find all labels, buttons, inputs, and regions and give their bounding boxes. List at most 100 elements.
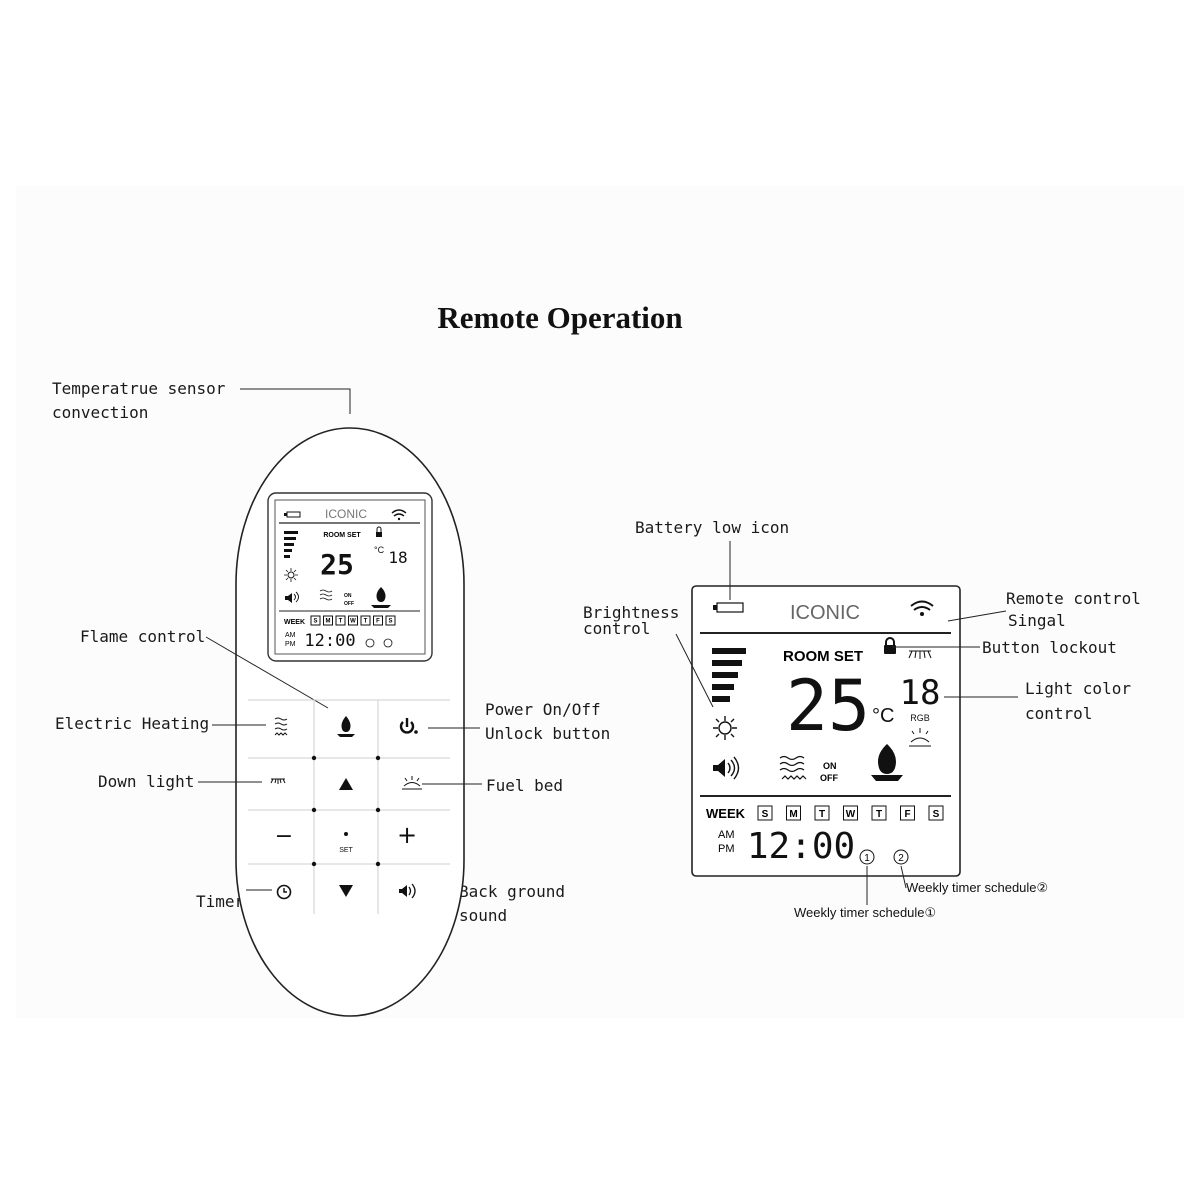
remote-screen-off: OFF xyxy=(344,601,354,607)
lcd-day-box xyxy=(843,805,858,821)
down-light-indicator-icon xyxy=(908,650,932,659)
lcd-day-box xyxy=(871,805,887,821)
remote-screen-unit: °C xyxy=(374,545,385,555)
lcd-day-box xyxy=(757,805,773,821)
schedule-1-indicator: 1 xyxy=(859,849,875,865)
label-fuel-bed: Fuel bed xyxy=(486,776,564,795)
down-arrow-button[interactable] xyxy=(318,868,374,912)
remote-grid-dots xyxy=(311,755,381,867)
lcd-speaker-icon xyxy=(713,756,740,780)
plus-button[interactable]: + xyxy=(382,814,446,860)
remote-screen-time: 12:00 xyxy=(304,631,355,651)
remote-leader-lines xyxy=(198,388,482,891)
background-sound-button[interactable] xyxy=(382,868,442,912)
remote-screen-day-box xyxy=(373,615,383,626)
remote-screen-day-label: S xyxy=(313,619,317,625)
label-light-color-line2: control xyxy=(1025,704,1093,723)
remote-screen-day-label: M xyxy=(326,619,331,625)
remote-screen-am: AM xyxy=(285,632,296,639)
label-remote-signal-line2: Singal xyxy=(1008,611,1066,630)
fuel-bed-indicator-icon xyxy=(909,728,931,747)
lcd-day-label: M xyxy=(789,809,797,820)
down-light-button[interactable] xyxy=(252,762,310,806)
lcd-flame-icon xyxy=(871,744,903,781)
fuel-bed-icon xyxy=(402,776,422,790)
lcd-day-label: T xyxy=(876,809,882,820)
schedule-2-indicator: 2 xyxy=(893,849,909,865)
wifi-signal-icon xyxy=(910,600,934,616)
remote-screen-day-label: F xyxy=(376,619,380,625)
label-brightness: Brightness xyxy=(583,603,680,622)
label-timer: Timer xyxy=(196,892,245,911)
flame-icon xyxy=(337,716,355,737)
remote-screen-day-box xyxy=(348,615,358,626)
down-triangle-icon xyxy=(339,885,353,897)
lcd-day-box xyxy=(900,805,915,821)
remote-screen-day-label: W xyxy=(350,619,356,625)
remote-screen-day-box xyxy=(360,615,371,626)
lcd-week: WEEK xyxy=(706,806,746,821)
label-weekly-schedule-1: Weekly timer schedule① xyxy=(794,905,937,920)
remote-screen-on: ON xyxy=(344,593,352,599)
down-light-icon xyxy=(270,778,286,784)
remote-screen-brand: ICONIC xyxy=(325,507,367,521)
timer-button[interactable] xyxy=(258,868,310,912)
label-down-light: Down light xyxy=(98,772,195,791)
svg-text:1: 1 xyxy=(864,853,870,864)
lcd-day-box xyxy=(814,805,830,821)
svg-text:2: 2 xyxy=(898,853,904,864)
lcd-rgb: RGB xyxy=(910,713,930,723)
lcd-room-set: ROOM SET xyxy=(783,648,863,665)
lcd-day-label: W xyxy=(846,809,856,820)
lcd-day-box xyxy=(786,805,801,821)
remote-screen-day-label: S xyxy=(388,619,392,625)
minus-button[interactable]: − xyxy=(252,814,310,860)
lcd-day-label: S xyxy=(933,809,940,820)
set-dot-icon xyxy=(344,832,348,836)
label-flame-control: Flame control xyxy=(80,627,206,646)
set-button[interactable]: SET xyxy=(318,814,374,860)
power-button[interactable] xyxy=(382,704,446,754)
lcd-on: ON xyxy=(823,761,837,771)
label-background-sound: Back ground xyxy=(459,882,565,901)
lcd-am: AM xyxy=(718,829,735,841)
minus-icon: − xyxy=(275,824,293,849)
label-power: Power On/Off xyxy=(485,700,601,719)
up-arrow-button[interactable] xyxy=(318,762,374,806)
brightness-bars-icon xyxy=(712,648,746,702)
set-label: SET xyxy=(339,847,353,854)
electric-heating-button[interactable] xyxy=(252,704,310,754)
remote-screen-week: WEEK xyxy=(284,619,305,626)
sun-icon xyxy=(713,716,737,740)
label-brightness-line2: control xyxy=(583,619,651,638)
label-battery-low: Battery low icon xyxy=(635,518,790,537)
label-electric-heating: Electric Heating xyxy=(55,714,210,733)
remote-screen-day-box xyxy=(385,615,396,626)
label-weekly-schedule-2: Weekly timer schedule② xyxy=(906,880,1049,895)
remote-screen-day-label: T xyxy=(364,619,368,625)
page-title: Remote Operation xyxy=(437,300,683,335)
power-icon xyxy=(399,718,418,734)
lcd-time: 12:00 xyxy=(747,826,855,867)
remote-screen-temp: 25 xyxy=(320,548,354,581)
label-light-color: Light color xyxy=(1025,679,1131,698)
label-button-lockout: Button lockout xyxy=(982,638,1117,657)
lcd-brand: ICONIC xyxy=(790,602,860,624)
remote-screen-day-box xyxy=(310,615,321,626)
heat-waves-icon xyxy=(274,717,288,736)
clock-icon xyxy=(276,884,292,900)
lcd-day-label: F xyxy=(904,809,910,820)
label-temp-sensor: Temperatrue sensor xyxy=(52,379,226,398)
lcd-day-label: T xyxy=(819,809,825,820)
remote-screen-light-value: 18 xyxy=(388,548,407,567)
plus-icon: + xyxy=(397,821,417,849)
label-remote-signal: Remote control xyxy=(1006,589,1141,608)
flame-control-button[interactable] xyxy=(318,704,374,754)
lcd-unit: °C xyxy=(872,705,894,727)
lcd-display: ICONIC ROOM SET 25 °C 18 RGB xyxy=(691,585,961,877)
fuel-bed-button[interactable] xyxy=(382,762,446,806)
lcd-pm: PM xyxy=(718,843,735,855)
